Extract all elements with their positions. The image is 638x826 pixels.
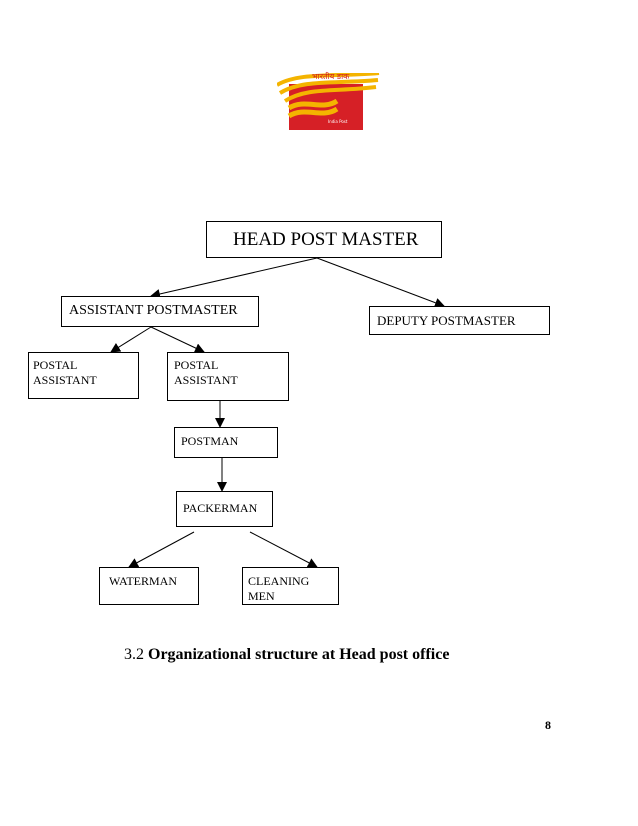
- connector-packerman-cleaning: [249, 531, 318, 568]
- node-head-post-master: HEAD POST MASTER: [206, 221, 442, 258]
- node-label-waterman: WATERMAN: [109, 574, 177, 588]
- node-waterman: WATERMAN: [99, 567, 199, 605]
- node-label-deputy: DEPUTY POSTMASTER: [377, 313, 516, 328]
- figure-caption-title: Organizational structure at Head post of…: [148, 646, 450, 663]
- node-cleaning-men: CLEANING MEN: [242, 567, 339, 605]
- node-label-cleaning: CLEANING MEN: [248, 574, 310, 603]
- node-label-head: HEAD POST MASTER: [233, 229, 419, 250]
- connector-head-assistant: [150, 257, 318, 299]
- page-number: 8: [545, 718, 551, 732]
- connector-packerman-waterman: [128, 531, 195, 568]
- node-deputy-postmaster: DEPUTY POSTMASTER: [369, 306, 550, 335]
- node-label-assistant: ASSISTANT POSTMASTER: [69, 303, 238, 318]
- logo-stripe-3: [283, 85, 377, 103]
- logo-wave-1: [287, 98, 339, 111]
- node-postal-assistant-2: POSTAL ASSISTANT: [167, 352, 289, 401]
- connector-assistant-pa2: [150, 326, 205, 353]
- logo-stripe-1: [277, 73, 380, 87]
- logo-wave-2: [287, 106, 339, 119]
- node-label-pa2: POSTAL ASSISTANT: [174, 358, 238, 387]
- logo-english-text: India Post: [328, 119, 348, 124]
- connector-head-deputy: [316, 257, 445, 308]
- figure-caption-number: 3.2: [124, 646, 144, 663]
- figure-caption: 3.2 Organizational structure at Head pos…: [124, 646, 449, 664]
- connector-assistant-pa1: [110, 326, 152, 353]
- logo-stripe-2: [278, 78, 379, 95]
- node-assistant-postmaster: ASSISTANT POSTMASTER: [61, 296, 259, 327]
- india-post-logo: [277, 73, 380, 130]
- node-packerman: PACKERMAN: [176, 491, 273, 527]
- node-label-packerman: PACKERMAN: [183, 501, 258, 515]
- node-postman: POSTMAN: [174, 427, 278, 458]
- logo-hindi-text: भारतीय डाक: [312, 72, 350, 81]
- node-label-pa1: POSTAL ASSISTANT: [33, 358, 97, 387]
- node-label-postman: POSTMAN: [181, 434, 239, 448]
- node-postal-assistant-1: POSTAL ASSISTANT: [28, 352, 139, 399]
